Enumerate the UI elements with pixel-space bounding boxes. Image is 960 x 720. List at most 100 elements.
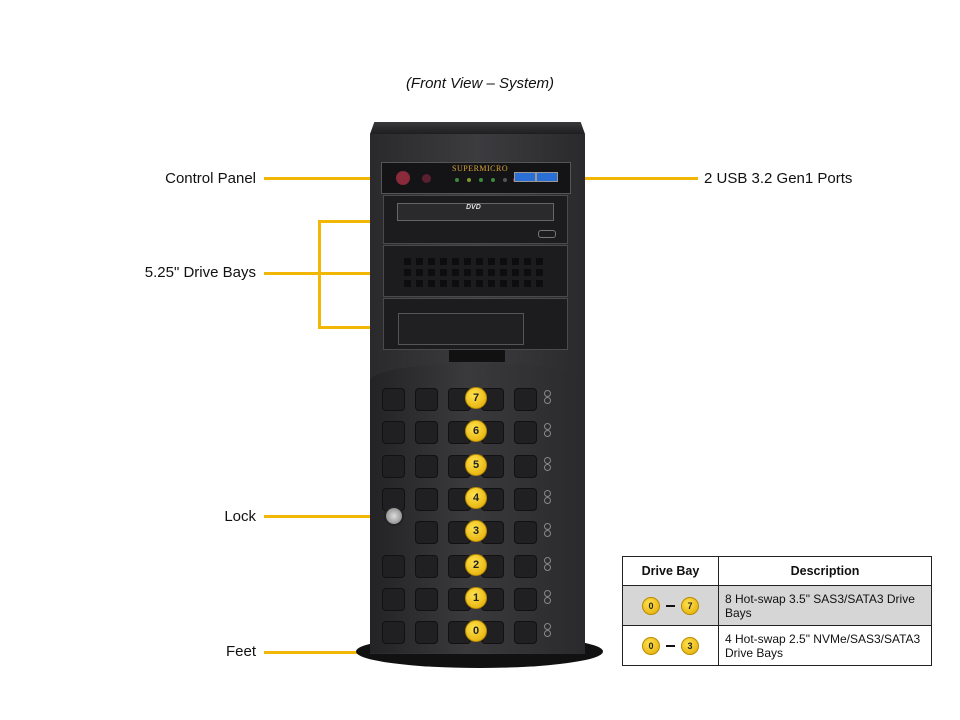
drive-led-icon [544, 530, 551, 538]
drive-led-icon [544, 456, 551, 464]
table-row: 0 7 8 Hot-swap 3.5" SAS3/SATA3 Drive Bays [622, 585, 932, 626]
drive-tray [515, 488, 536, 510]
blank-bay-cover [398, 313, 524, 345]
drive-led-icon [544, 589, 551, 597]
led-icon [479, 178, 483, 182]
eject-button-icon [538, 230, 556, 238]
bay-number-badge: 1 [465, 586, 487, 609]
drive-tray [416, 588, 437, 610]
drive-led-icon [544, 390, 551, 397]
drive-led-icon [544, 630, 551, 638]
drive-tray [383, 488, 404, 510]
table-header-row: Drive Bay Description [622, 556, 932, 586]
drive-tray [515, 422, 536, 444]
drive-led-icon [544, 623, 551, 631]
diagram-title: (Front View – System) [405, 75, 555, 92]
label-control-panel: Control Panel [165, 170, 256, 187]
leader-lock [264, 515, 386, 518]
header-description: Description [718, 556, 932, 586]
header-drive-bay: Drive Bay [622, 556, 719, 586]
bay-number-badge: 0 [465, 620, 487, 643]
drive-led-icon [544, 430, 551, 438]
drive-tray [383, 622, 404, 644]
leader-control-panel [264, 177, 382, 180]
chassis-top [370, 122, 585, 134]
label-usb-ports: 2 USB 3.2 Gen1 Ports [704, 170, 853, 187]
drive-tray [515, 622, 536, 644]
bay-number-badge: 7 [465, 387, 487, 409]
bay-number-badge: 6 [465, 420, 487, 443]
brand-logo: SUPERMICRO [452, 164, 509, 173]
drive-tray [416, 389, 437, 410]
bay-number-badge: 5 [465, 453, 487, 476]
table-row: 0 3 4 Hot-swap 2.5" NVMe/SAS3/SATA3 Drive… [622, 625, 932, 666]
drive-tray [383, 455, 404, 477]
drive-tray [449, 588, 470, 610]
leader-drive-bays [264, 272, 320, 275]
drive-tray [383, 588, 404, 610]
drive-tray [482, 622, 503, 644]
vent-bay [383, 245, 568, 297]
drive-tray [482, 522, 503, 544]
drive-led-icon [544, 489, 551, 497]
dvd-tray [397, 203, 554, 221]
bay-badge: 7 [681, 596, 699, 615]
usb-port-icon [536, 172, 558, 182]
drive-led-icon [544, 397, 551, 404]
drive-led-icon [544, 563, 551, 571]
leader-usb [551, 177, 698, 180]
leader-bay-top [318, 220, 384, 223]
reset-button-icon [422, 174, 431, 183]
drive-tray [449, 522, 470, 544]
drive-tray [416, 622, 437, 644]
dash-icon [666, 644, 675, 647]
drive-led-icon [544, 423, 551, 431]
drive-bay-table: Drive Bay Description 0 7 8 Hot-swap 3.5"… [622, 556, 932, 666]
bay-badge: 0 [642, 596, 660, 615]
usb-port-icon [514, 172, 536, 182]
leader-bay-bottom [318, 326, 384, 329]
lock-icon [384, 506, 404, 526]
drive-tray [383, 555, 404, 577]
drive-led-icon [544, 496, 551, 504]
drive-tray [449, 622, 470, 644]
label-lock: Lock [224, 508, 256, 525]
row-description: 4 Hot-swap 2.5" NVMe/SAS3/SATA3 Drive Ba… [718, 625, 932, 666]
drive-tray [515, 522, 536, 544]
power-button-icon [396, 171, 410, 185]
drive-tray [482, 588, 503, 610]
drive-tray [515, 455, 536, 477]
led-icon [503, 178, 507, 182]
bay-number-badge: 4 [465, 486, 487, 509]
drive-tray [515, 389, 536, 410]
dvd-logo-icon: DVD [466, 204, 481, 211]
dash-icon [666, 604, 675, 607]
bay-latch [449, 350, 505, 362]
row-description: 8 Hot-swap 3.5" SAS3/SATA3 Drive Bays [718, 585, 932, 626]
drive-tray [515, 555, 536, 577]
drive-tray [449, 389, 470, 410]
drive-tray [416, 422, 437, 444]
drive-tray [416, 555, 437, 577]
label-drive-bays-525: 5.25" Drive Bays [144, 264, 256, 281]
bay-badge: 3 [681, 636, 699, 655]
drive-led-icon [544, 596, 551, 604]
drive-led-icon [544, 463, 551, 471]
drive-tray [482, 488, 503, 510]
label-feet: Feet [225, 643, 256, 660]
bay-number-badge: 3 [465, 520, 487, 543]
bay-badge: 0 [642, 636, 660, 655]
drive-tray [482, 422, 503, 444]
drive-tray [449, 555, 470, 577]
led-icon [491, 178, 495, 182]
drive-led-icon [544, 523, 551, 531]
bay-number-badge: 2 [465, 553, 487, 576]
drive-tray [416, 488, 437, 510]
drive-tray [449, 488, 470, 510]
drive-tray [383, 389, 404, 410]
drive-tray [383, 422, 404, 444]
drive-tray [482, 389, 503, 410]
drive-tray [482, 455, 503, 477]
led-icon [467, 178, 471, 182]
leader-feet [264, 651, 358, 654]
